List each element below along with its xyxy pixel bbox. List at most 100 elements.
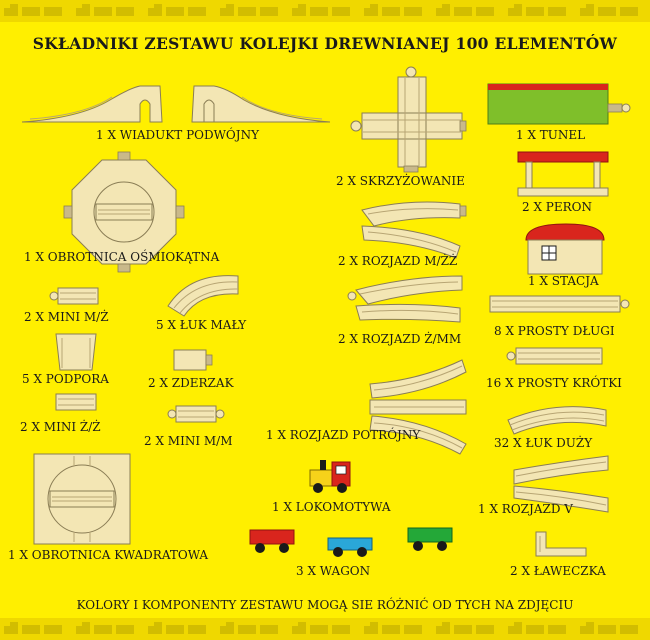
train-engine-silhouette xyxy=(580,4,594,16)
label-switch-zmm: 2 X ROZJAZD Ż/MM xyxy=(338,332,462,346)
train-car-silhouette xyxy=(454,7,472,16)
label-station: 1 X STACJA xyxy=(528,274,599,288)
platform-image xyxy=(517,151,609,197)
train-car-silhouette xyxy=(598,625,616,634)
label-wagon: 3 X WAGON xyxy=(296,564,371,578)
train-engine-silhouette xyxy=(148,4,162,16)
train-car-silhouette xyxy=(548,7,566,16)
label-mini-zz: 2 X MINI Ż/Ż xyxy=(20,420,101,434)
train-engine-silhouette xyxy=(364,4,378,16)
switch-mzz-image xyxy=(361,201,467,259)
train-engine-silhouette xyxy=(76,622,90,634)
label-viaduct: 1 X WIADUKT PODWÓJNY xyxy=(96,128,260,142)
train-car-silhouette xyxy=(310,7,328,16)
buffer-image xyxy=(173,349,213,371)
small-curve-image xyxy=(167,275,239,317)
train-silhouettes-bottom xyxy=(4,622,638,634)
label-short-straight: 16 X PROSTY KRÓTKI xyxy=(486,376,622,390)
mini-zz-image xyxy=(55,393,97,411)
train-engine-silhouette xyxy=(292,4,306,16)
locomotive-image xyxy=(309,460,351,493)
disclaimer-note: KOLORY I KOMPONENTY ZESTAWU MOGĄ SIE RÓŻ… xyxy=(76,598,574,612)
train-car-silhouette xyxy=(238,625,256,634)
label-locomotive: 1 X LOKOMOTYWA xyxy=(272,500,391,514)
train-car-silhouette xyxy=(260,625,278,634)
train-engine-silhouette xyxy=(508,622,522,634)
big-curve-image xyxy=(507,406,607,435)
square-turntable-image xyxy=(33,453,131,545)
label-support: 5 X PODPORA xyxy=(22,372,109,386)
train-engine-silhouette xyxy=(580,622,594,634)
label-tunnel: 1 X TUNEL xyxy=(516,128,586,142)
train-car-silhouette xyxy=(238,7,256,16)
train-silhouettes-top xyxy=(4,4,638,16)
train-engine-silhouette xyxy=(4,622,18,634)
train-car-silhouette xyxy=(310,625,328,634)
label-square-turntable: 1 X OBROTNICA KWADRATOWA xyxy=(8,548,209,562)
crossing-image xyxy=(350,66,467,173)
station-image xyxy=(525,223,605,275)
train-engine-silhouette xyxy=(508,4,522,16)
label-mini-mm: 2 X MINI M/M xyxy=(144,434,233,448)
train-car-silhouette xyxy=(22,7,40,16)
train-car-silhouette xyxy=(188,7,206,16)
label-small-curve: 5 X ŁUK MAŁY xyxy=(156,318,247,332)
train-car-silhouette xyxy=(382,625,400,634)
wagon-red-image xyxy=(249,529,295,553)
train-car-silhouette xyxy=(332,625,350,634)
triple-switch-image xyxy=(369,359,467,455)
train-car-silhouette xyxy=(382,7,400,16)
train-car-silhouette xyxy=(188,625,206,634)
train-car-silhouette xyxy=(44,7,62,16)
train-car-silhouette xyxy=(44,625,62,634)
train-engine-silhouette xyxy=(220,622,234,634)
wagon-blue-image xyxy=(327,537,373,557)
train-car-silhouette xyxy=(526,625,544,634)
label-triple-switch: 1 X ROZJAZD POTRÓJNY xyxy=(266,428,421,442)
label-long-straight: 8 X PROSTY DŁUGI xyxy=(494,324,615,338)
tunnel-image xyxy=(487,83,631,125)
train-engine-silhouette xyxy=(436,622,450,634)
train-car-silhouette xyxy=(166,625,184,634)
train-car-silhouette xyxy=(404,7,422,16)
mini-mz-image xyxy=(49,287,99,305)
train-car-silhouette xyxy=(22,625,40,634)
train-car-silhouette xyxy=(454,625,472,634)
bottom-train-band xyxy=(0,618,650,640)
train-car-silhouette xyxy=(94,7,112,16)
page-title: SKŁADNIKI ZESTAWU KOLEJKI DREWNIANEJ 100… xyxy=(32,34,618,53)
bench-image xyxy=(535,531,587,557)
train-car-silhouette xyxy=(116,625,134,634)
label-switch-mzz: 2 X ROZJAZD M/ŻŻ xyxy=(338,254,458,268)
v-switch-image xyxy=(513,455,609,513)
label-mini-mz: 2 X MINI M/Ż xyxy=(24,310,109,324)
train-engine-silhouette xyxy=(292,622,306,634)
train-car-silhouette xyxy=(620,7,638,16)
train-car-silhouette xyxy=(166,7,184,16)
train-engine-silhouette xyxy=(436,4,450,16)
train-engine-silhouette xyxy=(148,622,162,634)
label-platform: 2 X PERON xyxy=(522,200,593,214)
train-car-silhouette xyxy=(548,625,566,634)
viaduct-image xyxy=(21,85,331,123)
train-car-silhouette xyxy=(404,625,422,634)
train-engine-silhouette xyxy=(4,4,18,16)
label-big-curve: 32 X ŁUK DUŻY xyxy=(494,436,593,450)
train-car-silhouette xyxy=(94,625,112,634)
train-car-silhouette xyxy=(620,625,638,634)
train-car-silhouette xyxy=(598,7,616,16)
train-car-silhouette xyxy=(116,7,134,16)
octagonal-turntable-image xyxy=(63,151,185,273)
train-car-silhouette xyxy=(332,7,350,16)
support-image xyxy=(55,333,97,371)
long-straight-image xyxy=(489,295,630,313)
train-car-silhouette xyxy=(526,7,544,16)
train-car-silhouette xyxy=(476,7,494,16)
label-bench: 2 X ŁAWECZKA xyxy=(510,564,606,578)
switch-zmm-image xyxy=(347,275,463,323)
label-buffer: 2 X ZDERZAK xyxy=(148,376,234,390)
train-engine-silhouette xyxy=(76,4,90,16)
top-train-band xyxy=(0,0,650,22)
label-crossing: 2 X SKRZYŻOWANIE xyxy=(336,174,465,188)
